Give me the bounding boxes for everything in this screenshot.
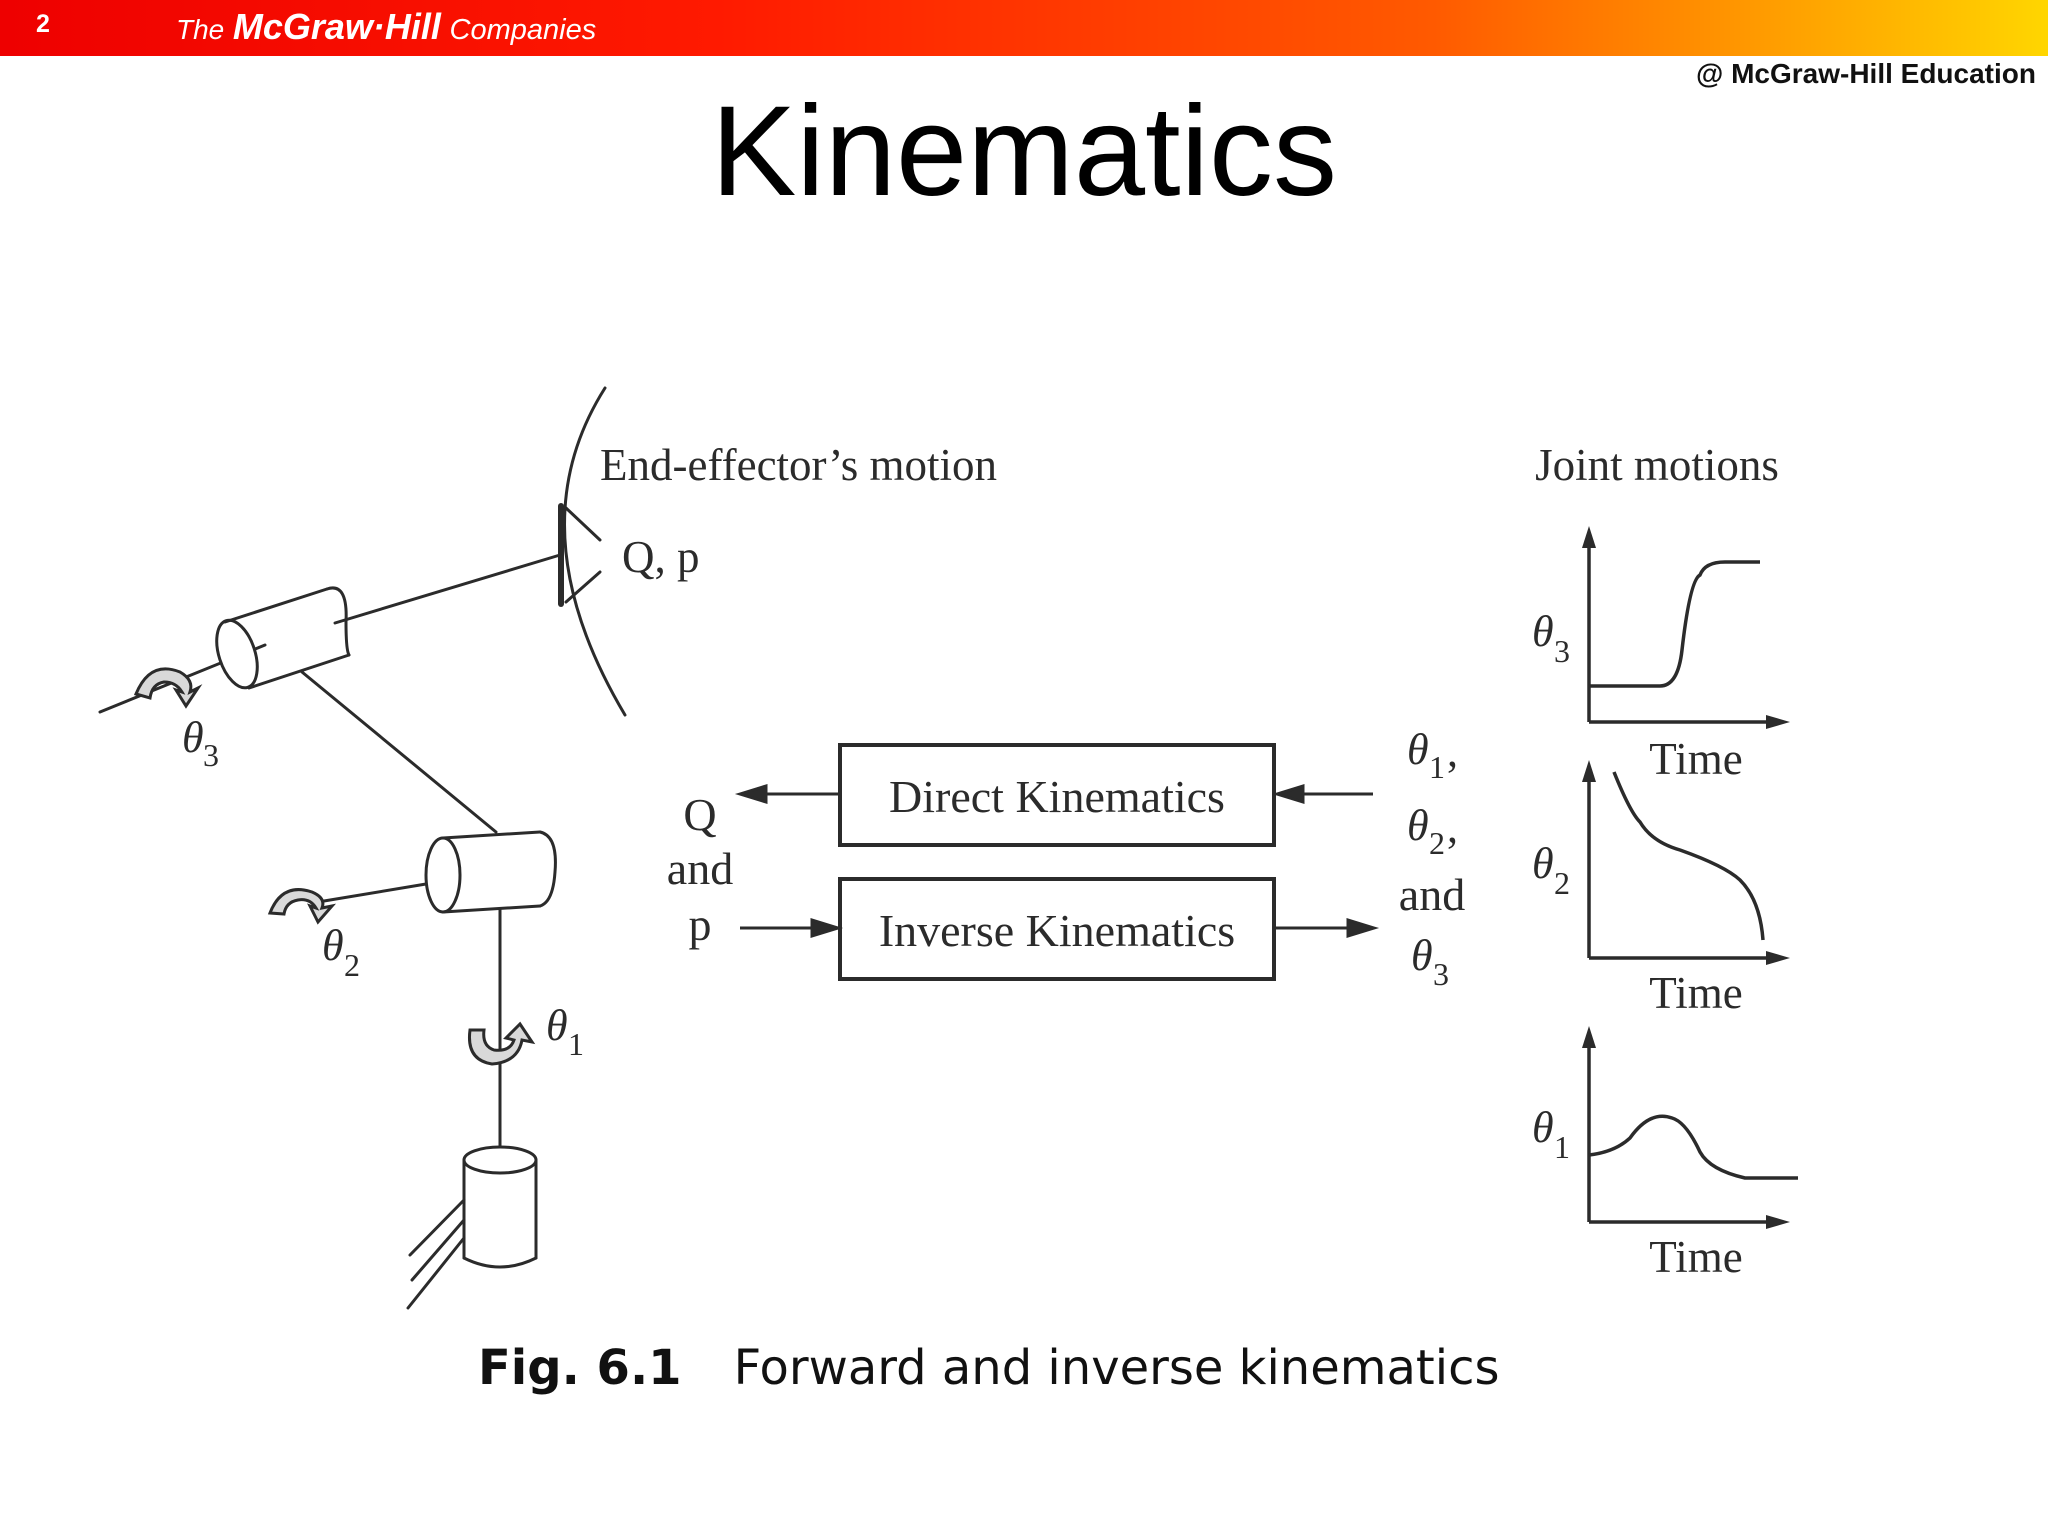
y-axis-arrow-icon [1582,526,1596,548]
theta-symbol: θ [1407,725,1429,774]
joint-plot-theta3: θ 3 Time [1532,526,1790,784]
x-axis-arrow-icon [1766,951,1790,965]
right-and-label: and [1399,869,1465,920]
theta3-arm-label: θ 3 [182,713,219,773]
x-axis-arrow-icon [1766,1215,1790,1229]
arrow-right-icon [810,917,844,939]
theta-subscript: 1 [1554,1129,1570,1165]
list-comma: , [1447,803,1458,852]
time-label: Time [1649,968,1742,1018]
arrow-right-icon [1346,917,1380,939]
theta-symbol: θ [1411,931,1433,980]
wrist-joint-cylinder [215,586,351,690]
time-label: Time [1649,1232,1742,1282]
theta-subscript: 3 [1554,633,1570,669]
figure-caption: Fig. 6.1 Forward and inverse kinematics [478,1340,1499,1396]
arrow-left-icon [1271,783,1305,805]
header-bar: 2 The McGraw·Hill Companies [0,0,2048,56]
slide-number: 2 [36,10,50,38]
theta-symbol: θ [1532,1103,1554,1152]
joint-curve [1589,560,1760,688]
inverse-kinematics-block: Inverse Kinematics [838,877,1276,981]
direct-kinematics-label: Direct Kinematics [889,771,1225,822]
brand-logo: The McGraw·Hill Companies [176,6,596,48]
end-effector-vars: Q, p [622,532,700,582]
gripper-jaws [564,506,602,604]
end-effector-label: End-effector’s motion [600,440,997,490]
rotation-arrow-theta1-icon [467,1021,536,1066]
theta-subscript: 1 [1429,749,1445,785]
right-theta-list: θ 1 , θ 2 , and θ 3 [1399,725,1465,992]
elbow-joint-cylinder [424,830,557,914]
slide-title: Kinematics [711,80,1337,223]
theta-symbol: θ [1407,801,1429,850]
end-effector-arc [563,386,627,717]
theta-subscript: 2 [1554,865,1570,901]
theta-subscript: 3 [203,737,219,773]
y-axis-arrow-icon [1582,1026,1596,1048]
inverse-kinematics-label: Inverse Kinematics [879,905,1235,956]
joint-plot-theta2: θ 2 Time [1532,760,1790,1018]
y-axis-arrow-icon [1582,760,1596,782]
caption-number: Fig. 6.1 [478,1340,682,1396]
direct-kinematics-block: Direct Kinematics [838,743,1276,847]
brand-companies: Companies [449,14,597,46]
theta-symbol: θ [546,1001,568,1050]
theta-symbol: θ [1532,839,1554,888]
base-cylinder [462,1145,538,1269]
list-comma: , [1447,727,1458,776]
brand-the: The [176,14,225,45]
theta-subscript: 1 [568,1026,584,1062]
x-axis-arrow-icon [1766,715,1790,729]
joint-curve [1588,1114,1798,1180]
theta1-arm-label: θ 1 [546,1001,584,1062]
joint-plot-theta1: θ 1 Time [1532,1026,1798,1282]
ground-hatch [406,1198,466,1310]
brand-name: McGraw·Hill [232,6,441,47]
time-label: Time [1649,734,1742,784]
elbow-axis [310,880,440,905]
forearm-link [333,553,562,625]
theta-symbol: θ [1532,607,1554,656]
upper-arm-link [300,670,498,834]
theta-subscript: 2 [344,947,360,983]
theta-subscript: 3 [1433,956,1449,992]
left-and-label: and [667,843,733,894]
theta-symbol: θ [182,713,204,762]
flow-arrows [734,783,1380,939]
theta-symbol: θ [322,921,344,970]
left-q-label: Q [683,789,716,840]
rotation-arrow-theta2-icon [267,888,337,925]
theta-subscript: 2 [1429,825,1445,861]
robot-arm-drawing [98,386,627,1310]
joint-motions-label: Joint motions [1535,440,1779,490]
rotation-arrow-theta3-icon [133,667,203,709]
theta2-arm-label: θ 2 [322,921,360,983]
caption-text: Forward and inverse kinematics [733,1340,1500,1396]
copyright-notice: @ McGraw-Hill Education [1695,58,2036,89]
joint-curve [1612,771,1765,941]
arrow-left-icon [734,783,768,805]
left-p-label: p [689,899,712,950]
